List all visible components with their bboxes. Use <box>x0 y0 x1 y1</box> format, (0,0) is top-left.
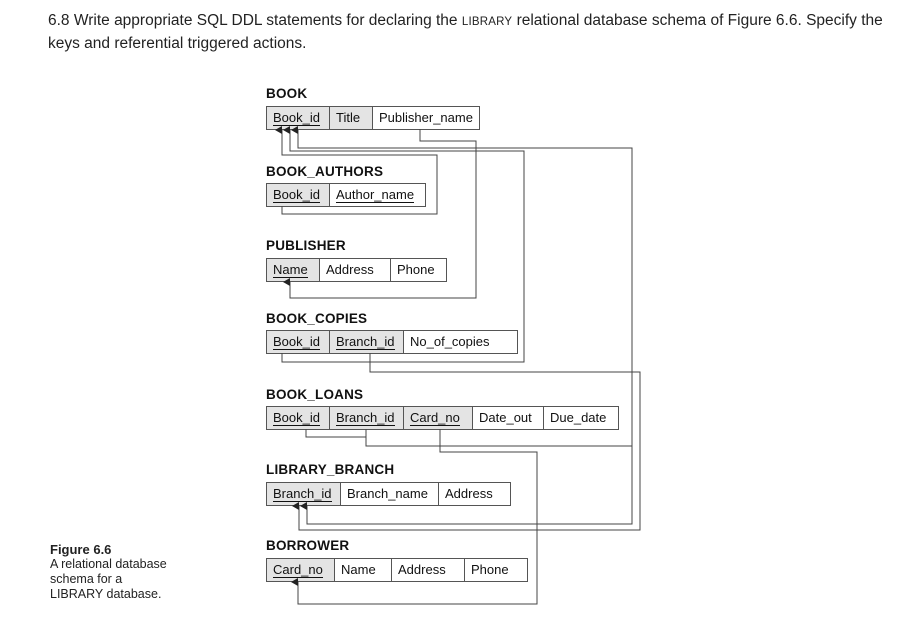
attr-library-branch-branch-id: Branch_id <box>267 483 341 505</box>
relation-name-library-branch: LIBRARY_BRANCH <box>266 462 395 477</box>
relation-borrower: Card_no Name Address Phone <box>266 558 528 582</box>
attr-book-authors-book-id: Book_id <box>267 184 330 206</box>
caption-line: LIBRARY database. <box>50 587 162 601</box>
relation-name-book-loans: BOOK_LOANS <box>266 387 364 402</box>
relation-name-book-authors: BOOK_AUTHORS <box>266 164 384 179</box>
relation-book-loans: Book_id Branch_id Card_no Date_out Due_d… <box>266 406 619 430</box>
attr-borrower-card-no: Card_no <box>267 559 335 581</box>
question-text-before: Write appropriate SQL DDL statements for… <box>73 12 462 29</box>
figure-caption: Figure 6.6 A relational database schema … <box>50 542 230 602</box>
attr-publisher-address: Address <box>320 259 391 281</box>
attr-publisher-phone: Phone <box>397 262 435 277</box>
relation-book-authors: Book_id Author_name <box>266 183 426 207</box>
schema-name: LIBRARY <box>461 16 513 28</box>
attr-library-branch-address: Address <box>445 486 493 501</box>
attr-borrower-address: Address <box>392 559 465 581</box>
attr-book-title: Title <box>330 107 373 129</box>
question-text-after: relational database schema of Figure 6.6… <box>48 12 883 52</box>
relation-book-copies: Book_id Branch_id No_of_copies <box>266 330 518 354</box>
relation-library-branch: Branch_id Branch_name Address <box>266 482 511 506</box>
relation-book: Book_id Title Publisher_name <box>266 106 480 130</box>
attr-book-loans-branch-id: Branch_id <box>330 407 404 429</box>
figure-label: Figure 6.6 <box>50 542 112 557</box>
attr-book-copies-branch-id: Branch_id <box>330 331 404 353</box>
attr-book-loans-book-id: Book_id <box>267 407 330 429</box>
caption-line: schema for a <box>50 572 123 586</box>
relation-name-borrower: BORROWER <box>266 538 350 553</box>
attr-book-authors-author-name: Author_name <box>336 187 415 203</box>
attr-library-branch-branch-name: Branch_name <box>341 483 439 505</box>
relation-publisher: Name Address Phone <box>266 258 447 282</box>
relation-name-book-copies: BOOK_COPIES <box>266 311 368 326</box>
question-text: 6.8 Write appropriate SQL DDL statements… <box>48 10 888 54</box>
attr-book-loans-card-no: Card_no <box>404 407 473 429</box>
attr-book-loans-due-date: Due_date <box>550 410 607 425</box>
question-number: 6.8 <box>48 12 70 29</box>
attr-book-loans-date-out: Date_out <box>473 407 544 429</box>
attr-book-book-id: Book_id <box>267 107 330 129</box>
caption-line: A relational database <box>50 557 167 571</box>
attr-publisher-name: Name <box>267 259 320 281</box>
attr-book-copies-no-of-copies: No_of_copies <box>410 334 490 349</box>
attr-book-copies-book-id: Book_id <box>267 331 330 353</box>
attr-borrower-name: Name <box>335 559 392 581</box>
relation-name-book: BOOK <box>266 86 308 101</box>
relation-name-publisher: PUBLISHER <box>266 238 346 253</box>
attr-borrower-phone: Phone <box>471 562 509 577</box>
attr-book-publisher-name: Publisher_name <box>379 110 473 125</box>
